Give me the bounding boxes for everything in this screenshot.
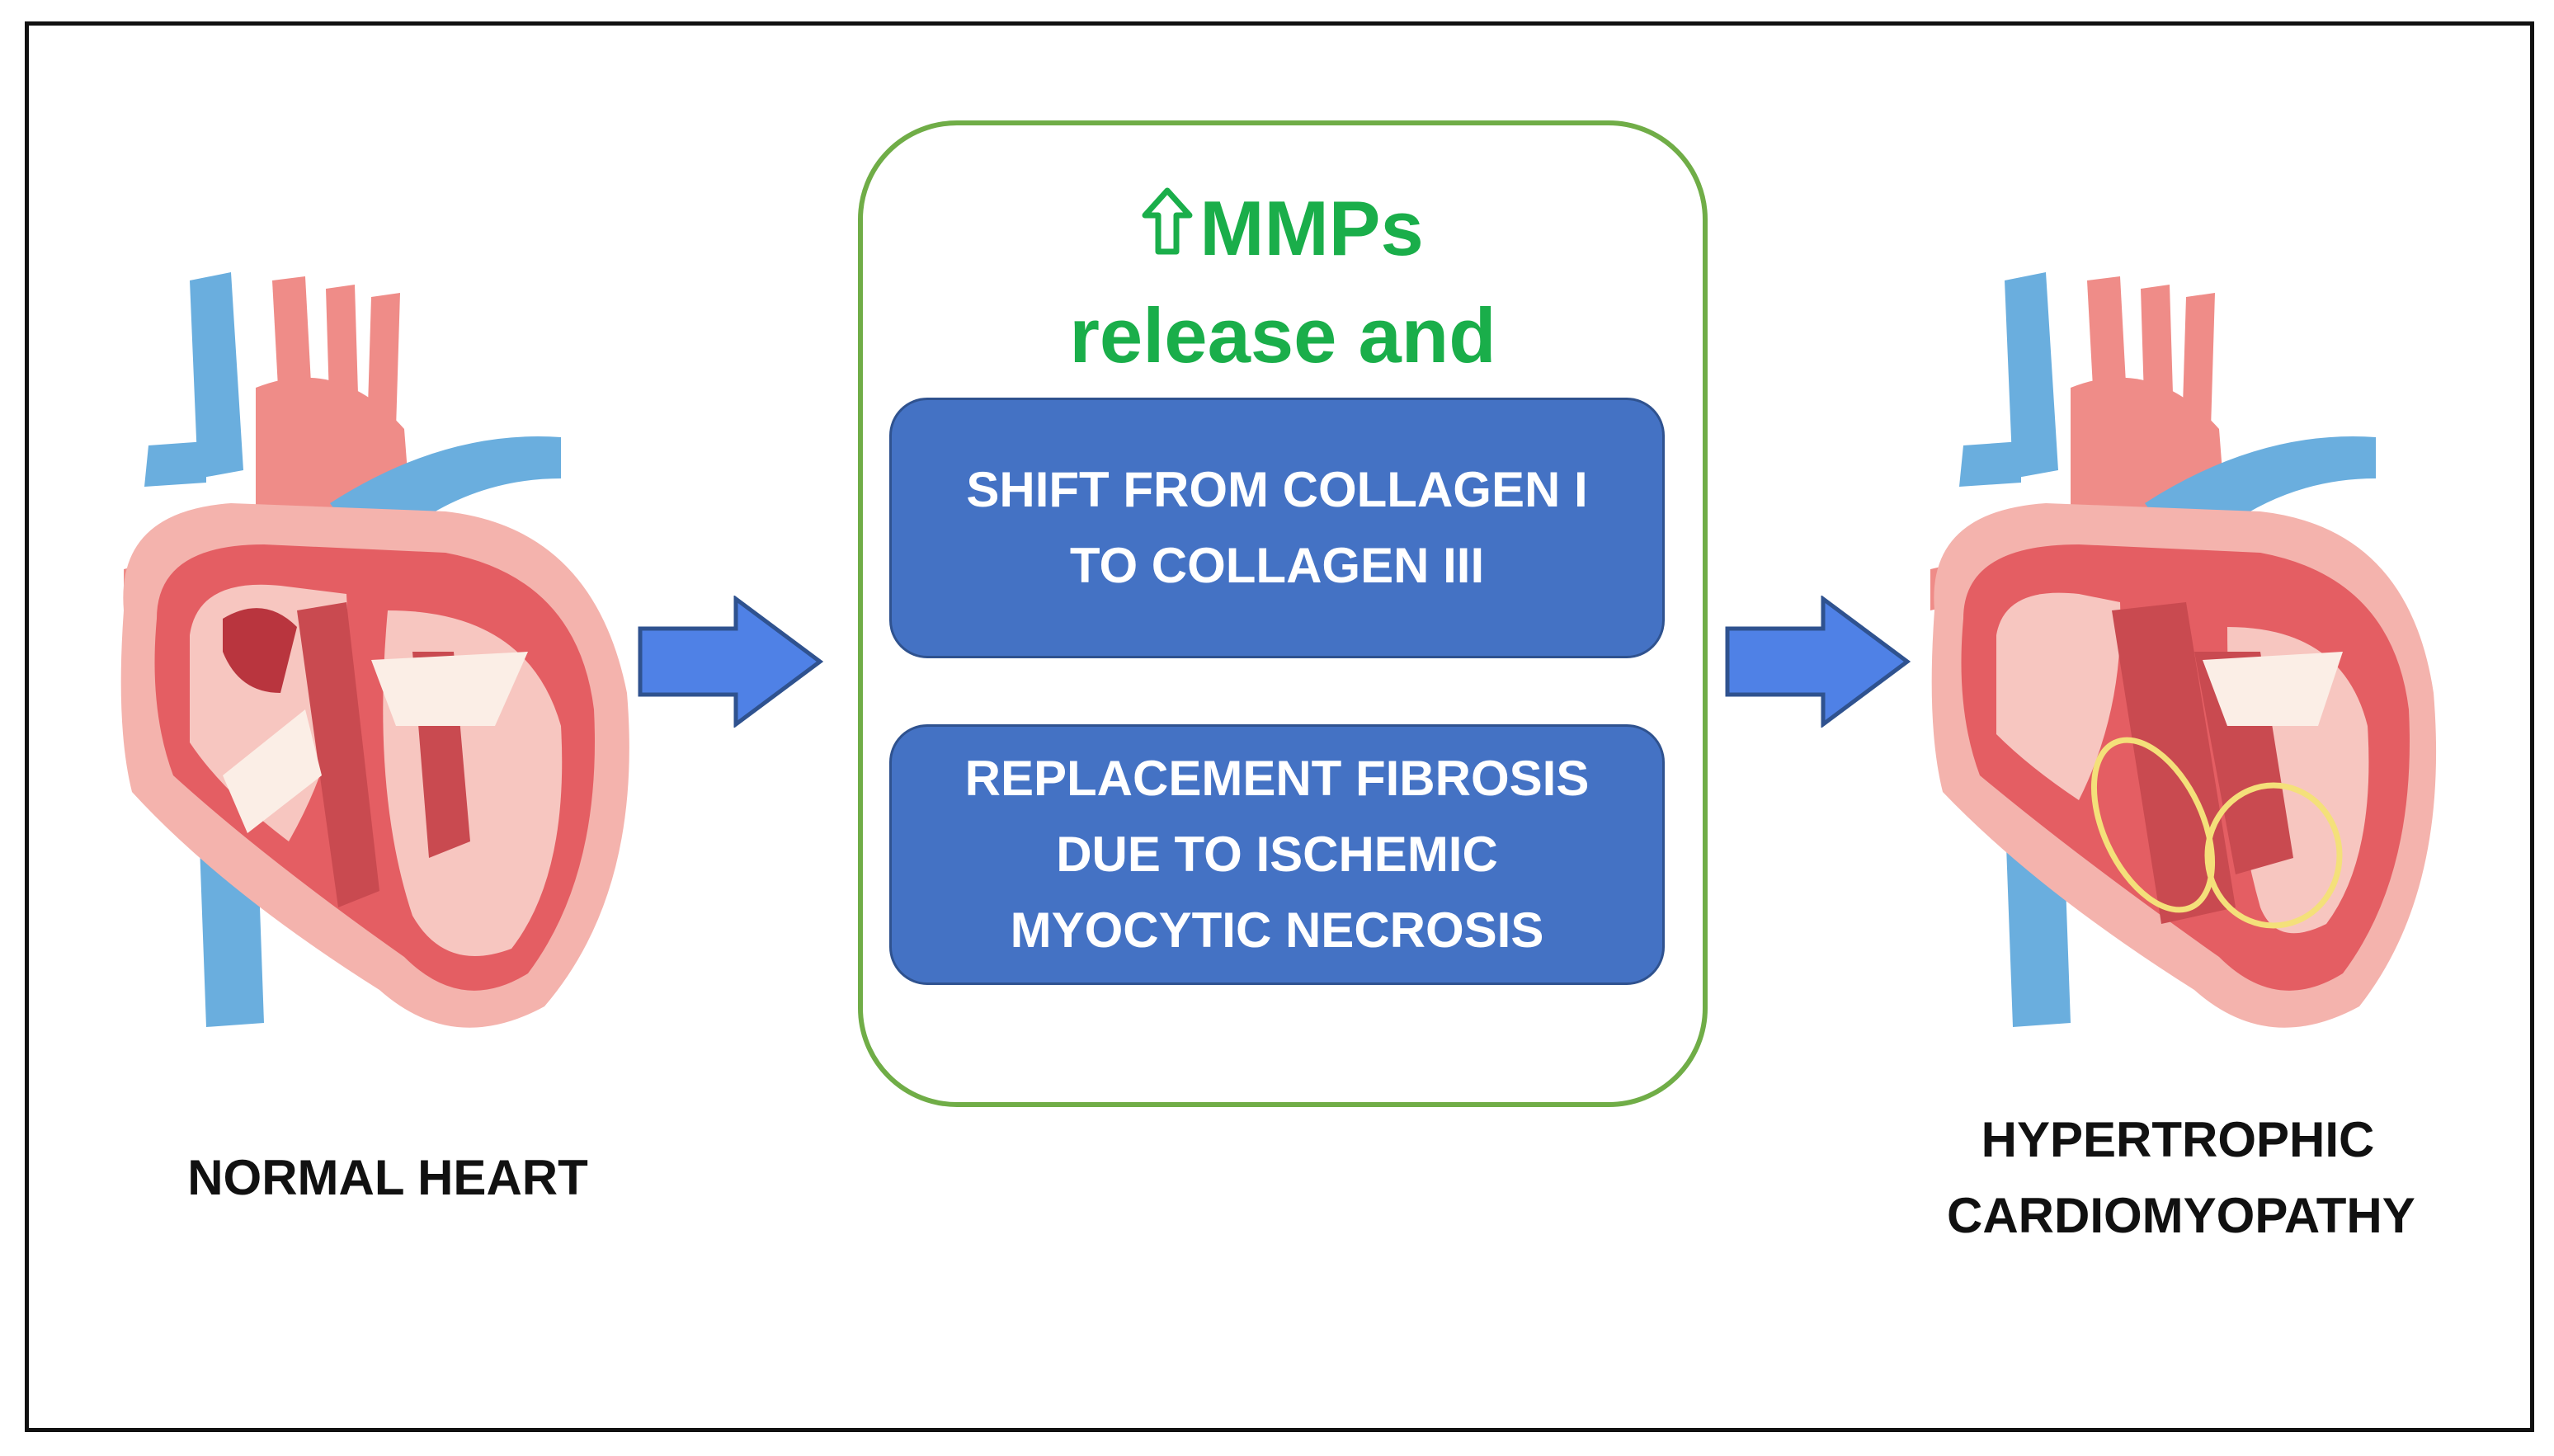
right-arrow-icon (637, 596, 823, 728)
replacement-fibrosis-box: REPLACEMENT FIBROSIS DUE TO ISCHEMIC MYO… (889, 724, 1665, 985)
replacement-fibrosis-text: REPLACEMENT FIBROSIS DUE TO ISCHEMIC MYO… (964, 751, 1590, 958)
collagen-shift-box: SHIFT FROM COLLAGEN I TO COLLAGEN III (889, 398, 1665, 658)
fibrosis-highlight-left (2090, 737, 2216, 913)
hypertrophic-heart-illustration (1914, 264, 2442, 1056)
collagen-shift-text: SHIFT FROM COLLAGEN I TO COLLAGEN III (966, 462, 1588, 593)
normal-heart-label: NORMAL HEART (187, 1150, 588, 1205)
up-arrow-icon (1142, 187, 1193, 255)
right-arrow-icon (1724, 596, 1911, 728)
normal-heart-illustration (99, 264, 643, 1056)
hypertrophic-cardiomyopathy-label: HYPERTROPHIC CARDIOMYOPATHY (1947, 1112, 2415, 1243)
fibrosis-highlight-right (2204, 782, 2343, 929)
